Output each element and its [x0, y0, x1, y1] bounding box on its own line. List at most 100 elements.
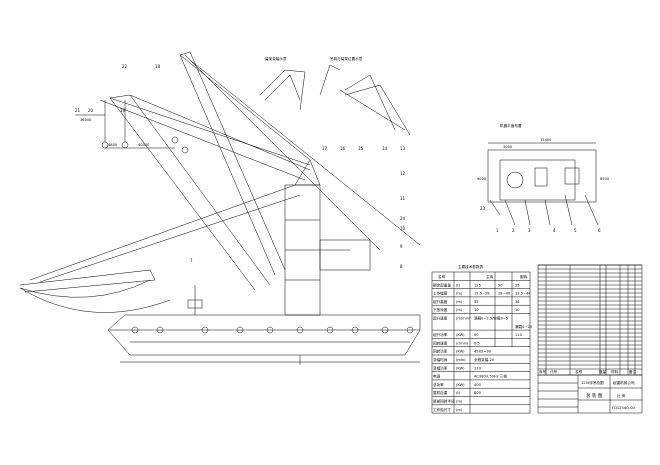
balloon-13: 13	[400, 146, 406, 151]
table-cell: (m)	[456, 400, 463, 404]
table-cell: AC380V,50Hz 三相	[474, 374, 507, 379]
table-cell: 0.5	[474, 341, 480, 345]
table-cell: (m)	[456, 408, 463, 412]
table-cell: 起升高度	[433, 299, 448, 304]
table-cell: 起升速度	[433, 316, 448, 321]
balloon-4: 4	[553, 228, 556, 233]
table-title: 主要技术参数表	[458, 264, 484, 269]
plan-view: 机器平面布置 15400 3000 8500 9000	[477, 123, 610, 226]
fender-icon	[266, 326, 274, 334]
table-cell: 110	[515, 333, 523, 337]
table-header: 主钩	[486, 274, 494, 279]
table-cell: (t)	[456, 391, 461, 395]
balloon-19: 19	[120, 108, 126, 113]
balloon-8: 8	[400, 264, 403, 269]
company-name: 起重机械公司	[613, 380, 635, 385]
parts-header: 材料	[611, 369, 619, 374]
table-cell: (KW)	[456, 383, 465, 387]
table-cell: 90	[474, 333, 479, 337]
dim-plan-width: 8500	[600, 177, 610, 181]
table-cell: 35	[474, 300, 479, 304]
table-header: 副钩	[520, 274, 528, 279]
table-cell: 110	[474, 366, 482, 370]
dim-plan-inner: 3000	[503, 145, 513, 149]
table-cell: (m)	[456, 292, 463, 296]
parts-header: 备注	[629, 369, 637, 374]
table-cell: 起升功率	[433, 332, 448, 337]
balloon-1: 1	[496, 228, 499, 233]
table-cell: 10	[515, 308, 520, 312]
table-cell: 总功率	[433, 382, 444, 387]
table-cell: 800	[474, 391, 482, 395]
parts-header: 序号	[539, 369, 547, 374]
balloon-22: 22	[122, 64, 128, 69]
fender-icon	[326, 326, 334, 334]
balloon-2: 2	[512, 228, 515, 233]
table-cell: 满载0~2.5/空载0~5	[474, 316, 508, 321]
table-cell: (KW)	[456, 350, 465, 354]
balloon-20: 20	[88, 108, 94, 113]
parts-header: 名称	[575, 369, 583, 374]
table-cell: 回转速度	[433, 340, 448, 345]
table-cell: 12.5~28	[474, 292, 490, 296]
table-cell: 整机自重	[433, 390, 448, 395]
parts-header: 代号	[550, 369, 558, 374]
balloon-7: 7	[190, 258, 193, 263]
table-cell: 50	[498, 283, 503, 287]
table-cell: 回转功率	[433, 349, 448, 354]
balloon-18: 18	[155, 64, 161, 69]
fender-icon	[236, 326, 244, 334]
fender-icon	[131, 326, 139, 334]
balloon-21: 21	[75, 108, 81, 113]
table-cell: 全程变幅 20	[474, 357, 495, 362]
table-cell: 满载0~20	[515, 324, 533, 329]
balloon-5: 5	[574, 228, 577, 233]
table-cell: (m/min)	[456, 317, 471, 321]
balloon-23: 23	[480, 206, 486, 211]
table-cell: (KW)	[456, 366, 465, 370]
balloon-6: 6	[598, 228, 601, 233]
table-cell: 额定起重量	[433, 282, 451, 287]
fender-icon	[296, 326, 304, 334]
table-header: 名称	[438, 274, 446, 279]
balloon-24: 24	[400, 216, 406, 221]
balloon-10: 10	[400, 226, 406, 231]
table-cell: (m)	[456, 300, 463, 304]
table-cell: (m)	[456, 308, 463, 312]
fender-icon	[156, 326, 164, 334]
drawing-name: 总 装 图	[586, 392, 603, 399]
table-cell: 工作船尺寸	[433, 407, 451, 412]
fender-icon	[381, 326, 389, 334]
fender-icon	[351, 326, 359, 334]
scale-label: 比 例	[617, 393, 626, 398]
balloon-9: 9	[400, 244, 403, 249]
dim-offset: 4800	[108, 143, 118, 147]
dim-plan-length: 15400	[540, 138, 552, 142]
fender-icon	[406, 326, 414, 334]
balloon-16: 16	[340, 146, 346, 151]
balloon-11: 11	[400, 196, 406, 201]
table-cell: 变幅功率	[433, 365, 448, 370]
dim-jib-reach: 36000	[80, 118, 92, 122]
view-title: 吊钩与臂架位置示意	[330, 56, 363, 61]
fender-icon	[201, 326, 209, 334]
table-cell: 45X2=90	[474, 350, 492, 354]
table-cell: 36	[515, 300, 520, 304]
balloon-12: 12	[400, 171, 406, 176]
table-cell: 400	[474, 383, 482, 387]
drawing-number: FQ1254Q-00	[612, 406, 636, 410]
jib-positions-sketch: 臂架变幅示意 吊钩与臂架位置示意	[259, 56, 411, 136]
balloon-17: 17	[322, 146, 328, 151]
table-cell: 28~40	[498, 292, 511, 296]
balloon-15: 15	[358, 146, 364, 151]
dim-boom-span: 40000	[138, 143, 150, 147]
project-name: 125t浮吊总图	[581, 380, 604, 385]
table-cell: 工作幅度	[433, 291, 448, 296]
table-cell: (r/min)	[456, 341, 469, 345]
balloon-3: 3	[528, 228, 531, 233]
table-cell: (t)	[456, 283, 461, 287]
table-cell: 电源	[433, 374, 441, 379]
